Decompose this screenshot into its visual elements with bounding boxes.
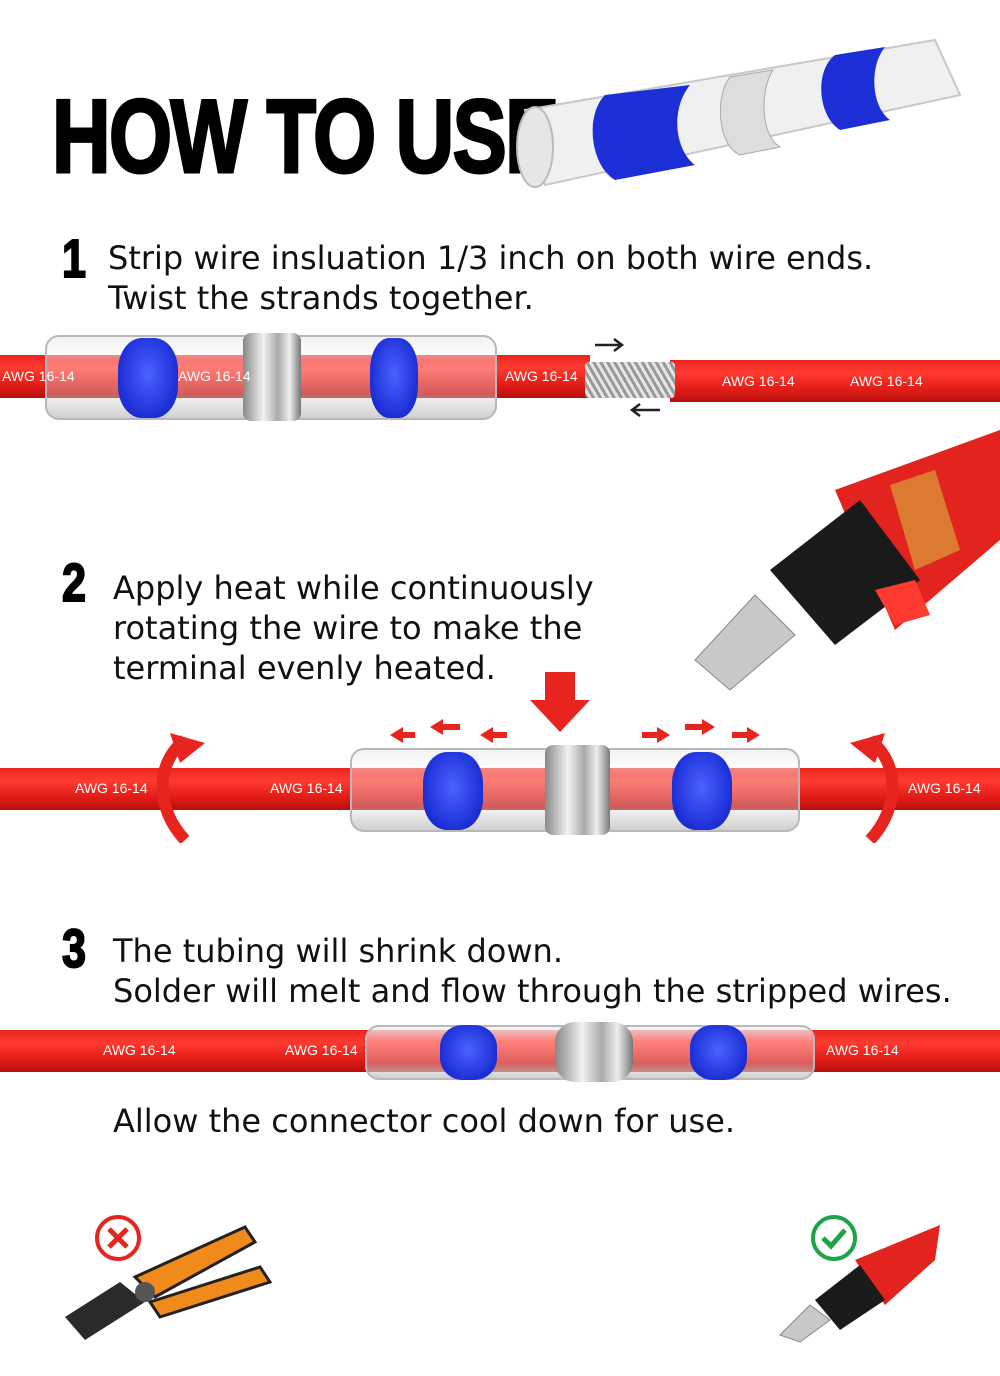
step-2-line-3: terminal evenly heated. <box>113 649 496 687</box>
twist-arrows-icon <box>595 338 660 417</box>
heat-gun-illustration <box>694 430 1000 691</box>
step-2-text: Apply heat while continuously rotating t… <box>113 568 594 688</box>
wire-label: AWG 16-14 <box>75 780 148 796</box>
step-3-number: 3 <box>61 919 87 979</box>
x-icon <box>95 1215 141 1261</box>
seal-ring <box>118 338 178 418</box>
step-2-line-1: Apply heat while continuously <box>113 569 594 607</box>
step-2-number: 2 <box>61 553 87 613</box>
heat-direction-arrows-icon <box>390 672 760 743</box>
seal-ring <box>370 338 418 418</box>
step-3-text: The tubing will shrink down. Solder will… <box>113 931 952 1011</box>
page-title: HOW TO USE <box>51 78 561 197</box>
step-1-line-1: Strip wire insluation 1/3 inch on both w… <box>108 239 874 277</box>
seal-ring <box>672 752 732 830</box>
heat-gun-small-illustration <box>779 1225 940 1343</box>
rotate-arrow-left-icon <box>156 733 205 843</box>
solder-ring <box>555 1022 633 1082</box>
wire-label: AWG 16-14 <box>178 368 251 384</box>
wire-label: AWG 16-14 <box>850 373 923 389</box>
wire-label: AWG 16-14 <box>722 373 795 389</box>
solder-ring <box>243 333 301 421</box>
seal-ring <box>440 1025 497 1080</box>
stripped-strands <box>585 362 675 398</box>
step-1-text: Strip wire insluation 1/3 inch on both w… <box>108 238 873 318</box>
wire-label: AWG 16-14 <box>270 780 343 796</box>
cool-down-note: Allow the connector cool down for use. <box>113 1102 736 1140</box>
wire-label: AWG 16-14 <box>103 1042 176 1058</box>
crimping-tool-illustration <box>65 1225 273 1340</box>
step-1-line-2: Twist the strands together. <box>108 279 534 317</box>
wire-label: AWG 16-14 <box>826 1042 899 1058</box>
wire-label: AWG 16-14 <box>285 1042 358 1058</box>
step-3-line-1: The tubing will shrink down. <box>113 932 563 970</box>
seal-ring <box>423 752 483 830</box>
wire-label: AWG 16-14 <box>505 368 578 384</box>
step-2-line-2: rotating the wire to make the <box>113 609 583 647</box>
wire-label: AWG 16-14 <box>908 780 981 796</box>
connector-illustration <box>516 38 962 188</box>
seal-ring <box>690 1025 747 1080</box>
wire-right-1 <box>670 360 1000 402</box>
rotate-arrow-right-icon <box>850 733 899 843</box>
check-icon <box>811 1215 857 1261</box>
step-1-number: 1 <box>61 229 87 289</box>
solder-ring <box>545 745 610 835</box>
wire-label: AWG 16-14 <box>2 368 75 384</box>
step-3-line-2: Solder will melt and flow through the st… <box>113 972 952 1010</box>
